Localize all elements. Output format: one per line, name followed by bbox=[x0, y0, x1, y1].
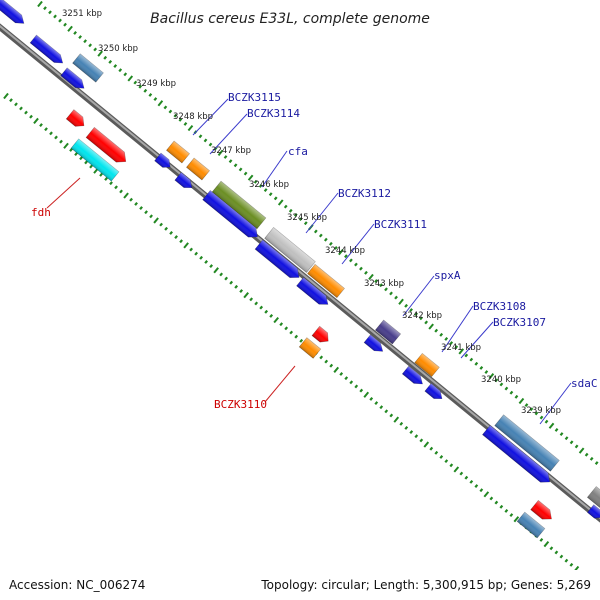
kbp-label-3250: 3250 kbp bbox=[98, 44, 138, 54]
kbp-label-3247: 3247 kbp bbox=[211, 146, 251, 156]
kbp-label-3248: 3248 kbp bbox=[173, 112, 213, 122]
gene-feature-16[interactable] bbox=[307, 263, 345, 299]
kbp-label-3240: 3240 kbp bbox=[481, 375, 521, 385]
gene-feature-4[interactable] bbox=[72, 53, 104, 83]
kbp-label-3249: 3249 kbp bbox=[136, 79, 176, 89]
kbp-label-3245: 3245 kbp bbox=[287, 213, 327, 223]
gene-feature-2[interactable] bbox=[29, 34, 66, 67]
gene-label-bczk3108[interactable]: BCZK3108 bbox=[473, 300, 526, 313]
gene-feature-17[interactable] bbox=[296, 276, 332, 308]
kbp-label-3242: 3242 kbp bbox=[402, 311, 442, 321]
leader-line bbox=[341, 223, 375, 265]
leader-line bbox=[261, 150, 288, 188]
leader-line bbox=[192, 98, 229, 136]
gene-feature-3[interactable] bbox=[60, 67, 87, 92]
gene-label-bczk3111[interactable]: BCZK3111 bbox=[374, 218, 427, 231]
gene-feature-6[interactable] bbox=[85, 126, 130, 166]
gene-label-spxa[interactable]: spxA bbox=[434, 269, 461, 282]
topology-text: Topology: circular; Length: 5,300,915 bp… bbox=[261, 578, 591, 592]
gene-label-bczk3110[interactable]: BCZK3110 bbox=[214, 398, 267, 411]
gene-feature-25[interactable] bbox=[494, 414, 560, 472]
gene-feature-27[interactable] bbox=[530, 499, 556, 523]
gene-feature-9[interactable] bbox=[154, 152, 174, 171]
map-title: Bacillus cereus E33L, complete genome bbox=[150, 11, 430, 27]
gene-label-bczk3112[interactable]: BCZK3112 bbox=[338, 187, 391, 200]
kbp-label-3244: 3244 kbp bbox=[325, 246, 365, 256]
accession-text: Accession: NC_006274 bbox=[9, 578, 146, 592]
kbp-label-3251: 3251 kbp bbox=[62, 9, 102, 19]
gene-feature-13[interactable] bbox=[202, 190, 262, 241]
gene-feature-11[interactable] bbox=[174, 172, 195, 191]
outer-tick-track bbox=[37, 0, 600, 468]
label-leader-lines bbox=[46, 98, 572, 425]
gene-label-bczk3115[interactable]: BCZK3115 bbox=[228, 91, 281, 104]
gene-feature-8[interactable] bbox=[166, 140, 190, 164]
leader-line bbox=[305, 192, 339, 234]
gene-feature-12[interactable] bbox=[211, 180, 267, 230]
gene-label-cfa[interactable]: cfa bbox=[288, 145, 308, 158]
gene-feature-10[interactable] bbox=[186, 157, 210, 181]
gene-feature-26[interactable] bbox=[482, 424, 553, 486]
gene-feature-18[interactable] bbox=[311, 325, 332, 345]
kbp-tick-tracks bbox=[3, 0, 600, 570]
gene-feature-5[interactable] bbox=[65, 109, 88, 131]
kbp-label-3239: 3239 kbp bbox=[521, 406, 561, 416]
gene-feature-22[interactable] bbox=[414, 352, 440, 378]
gene-label-fdh[interactable]: fdh bbox=[31, 206, 51, 219]
inner-tick-track bbox=[3, 92, 580, 570]
leader-line bbox=[460, 321, 494, 359]
gene-feature-7[interactable] bbox=[70, 138, 120, 182]
kbp-label-3241: 3241 kbp bbox=[441, 343, 481, 353]
gene-features bbox=[0, 0, 600, 539]
kbp-label-3243: 3243 kbp bbox=[364, 279, 404, 289]
kbp-label-3246: 3246 kbp bbox=[249, 180, 289, 190]
leader-line bbox=[46, 177, 81, 209]
gene-feature-21[interactable] bbox=[363, 334, 386, 355]
gene-label-bczk3107[interactable]: BCZK3107 bbox=[493, 316, 546, 329]
gene-label-bczk3114[interactable]: BCZK3114 bbox=[247, 107, 300, 120]
gene-feature-14[interactable] bbox=[264, 227, 316, 273]
gene-feature-15[interactable] bbox=[254, 239, 303, 282]
leader-line bbox=[441, 305, 474, 353]
leader-line bbox=[209, 113, 248, 155]
gene-feature-20[interactable] bbox=[374, 319, 402, 345]
leader-line bbox=[264, 365, 296, 403]
leader-line bbox=[539, 382, 572, 425]
kbp-tick-labels: 3251 kbp 3250 kbp 3249 kbp 3248 kbp 3247… bbox=[62, 9, 561, 416]
gene-feature-28[interactable] bbox=[516, 511, 546, 539]
gene-feature-24[interactable] bbox=[424, 383, 445, 402]
gene-feature-19[interactable] bbox=[298, 337, 322, 359]
gene-feature-23[interactable] bbox=[401, 365, 425, 388]
gene-label-sdac[interactable]: sdaC bbox=[571, 377, 598, 390]
gene-feature-1[interactable] bbox=[0, 0, 27, 27]
leader-line bbox=[402, 275, 435, 317]
gene-labels: BCZK3115 BCZK3114 cfa BCZK3112 BCZK3111 … bbox=[31, 91, 598, 411]
